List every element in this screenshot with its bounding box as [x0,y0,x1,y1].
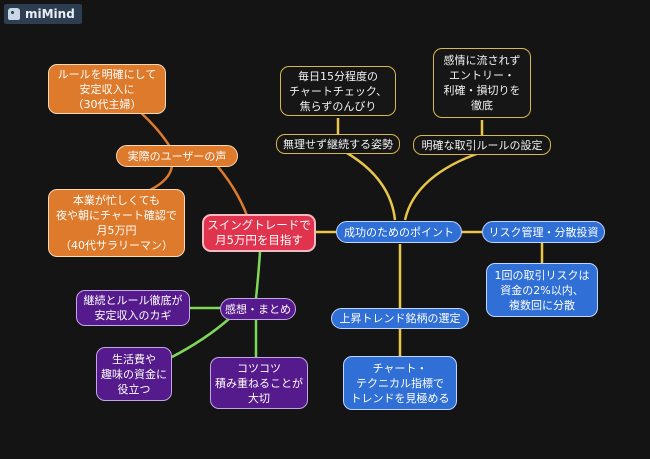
connector-success-nostrain [337,146,397,221]
connector-voices-center [211,159,250,219]
risk-detail-node[interactable]: 1回の取引リスクは 資金の2%以内、 複数回に分散 [486,263,598,317]
voice-salaryman-node[interactable]: 本業が忙しくても 夜や朝にチャート確認で 月5万円 （40代サラリーマン） [48,189,185,257]
clear-rules-node[interactable]: 明確な取引ルールの設定 [413,135,551,155]
brain-icon [8,8,20,20]
voice-housewife-node[interactable]: ルールを明確にして 安定収入に （30代主婦） [48,64,166,114]
connector-voices-voice2 [149,165,174,192]
connector-success-rules [403,150,483,221]
risk-management-node[interactable]: リスク管理・分散投資 [482,221,605,243]
impression-key-node[interactable]: 継続とルール徹底が 安定収入のカギ [76,290,190,326]
emotion-control-node[interactable]: 感情に流されず エントリー・ 利確・損切りを 徹底 [433,48,531,118]
uptrend-selection-node[interactable]: 上昇トレンド銘柄の選定 [331,308,469,329]
connector-impressions-imp2 [169,317,231,360]
central-topic[interactable]: スイングトレードで 月5万円を目指す [202,214,316,252]
impression-steady-node[interactable]: コツコツ 積み重ねることが 大切 [210,357,308,409]
no-strain-node[interactable]: 無理せず継続する姿勢 [276,134,400,154]
app-name: miMind [25,7,75,21]
app-logo: miMind [4,4,82,24]
impression-living-node[interactable]: 生活費や 趣味の資金に 役立つ [96,347,172,401]
user-voices-node[interactable]: 実際のユーザーの声 [116,145,238,167]
success-points-node[interactable]: 成功のためのポイント [336,221,462,243]
impressions-node[interactable]: 感想・まとめ [220,298,296,320]
daily-check-node[interactable]: 毎日15分程度の チャートチェック、 焦らずのんびり [280,66,396,116]
uptrend-detail-node[interactable]: チャート・ テクニカル指標で トレンドを見極める [343,356,457,410]
connector-center-impressions [254,251,262,299]
